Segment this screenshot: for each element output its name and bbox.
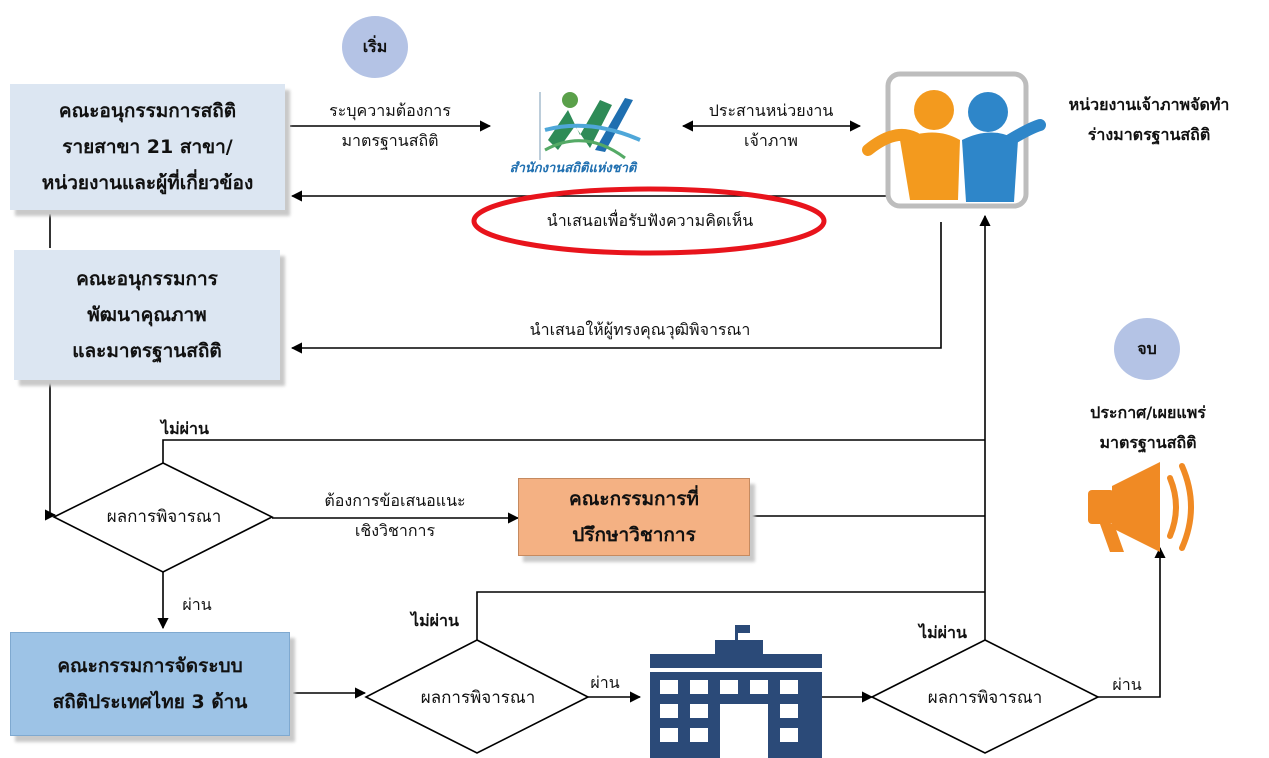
- decision-diamond-1: [52, 462, 274, 573]
- nso-logo-icon: [539, 92, 641, 160]
- coordinate-host-label: ประสานหน่วยงาน เจ้าภาพ: [708, 101, 834, 150]
- decision-label-3: ผลการพิจารณา: [927, 688, 1043, 708]
- decision-label-2: ผลการพิจารณา: [420, 688, 536, 708]
- branch-subcommittee-box: คณะอนุกรรมการสถิติ รายสาขา 21 สาขา/ หน่ว…: [10, 84, 285, 210]
- fail-right-label: ไม่ผ่าน: [919, 623, 967, 642]
- government-building-icon: [650, 625, 822, 758]
- advisory-committee-box: คณะกรรมการที่ ปรึกษาวิชาการ: [518, 478, 750, 556]
- end-circle: จบ: [1114, 318, 1180, 380]
- line-fail-mid: [476, 591, 985, 640]
- arrow-present-experts: [290, 222, 942, 354]
- logo-caption: สำนักงานสถิติแห่งชาติ: [509, 161, 637, 176]
- arrow-box2-to-decision-1: [44, 382, 57, 521]
- present-hearing-label: นำเสนอเพื่อรับฟังความคิดเห็น: [546, 211, 754, 230]
- specify-need-label: ระบุความต้องการ มาตรฐานสถิติ: [329, 101, 451, 150]
- fail-mid-label: ไม่ผ่าน: [411, 611, 459, 630]
- need-advice-label: ต้องการข้อเสนอแนะ เชิงวิชาการ: [324, 491, 466, 540]
- arrow-pass-3: [1098, 546, 1166, 698]
- pass-1-label: ผ่าน: [182, 595, 212, 614]
- decision-label-1: ผลการพิจารณา: [106, 507, 222, 527]
- megaphone-icon: [1088, 462, 1194, 552]
- fail-top-label: ไม่ผ่าน: [161, 419, 209, 438]
- national-committee-box: คณะกรรมการจัดระบบ สถิติประเทศไทย 3 ด้าน: [10, 632, 290, 736]
- announce-label: ประกาศ/เผยแพร่ มาตรฐานสถิติ: [1090, 403, 1206, 452]
- pass-2-label: ผ่าน: [590, 673, 620, 692]
- decision-diamond-2: [364, 639, 590, 754]
- line-fail-top: [162, 439, 985, 465]
- decision-diamond-3: [870, 639, 1100, 754]
- host-agency-label: หน่วยงานเจ้าภาพจัดทำ ร่างมาตรฐานสถิติ: [1068, 95, 1230, 144]
- present-experts-label: นำเสนอให้ผู้ทรงคุณวุฒิพิจารณา: [529, 320, 751, 339]
- pass-3-label: ผ่าน: [1112, 675, 1142, 694]
- quality-subcommittee-box: คณะอนุกรรมการ พัฒนาคุณภาพ และมาตรฐานสถิต…: [14, 250, 280, 380]
- host-agency-icon: [862, 71, 1046, 209]
- start-circle: เริ่ม: [342, 16, 408, 78]
- highlight-oval: [471, 186, 827, 256]
